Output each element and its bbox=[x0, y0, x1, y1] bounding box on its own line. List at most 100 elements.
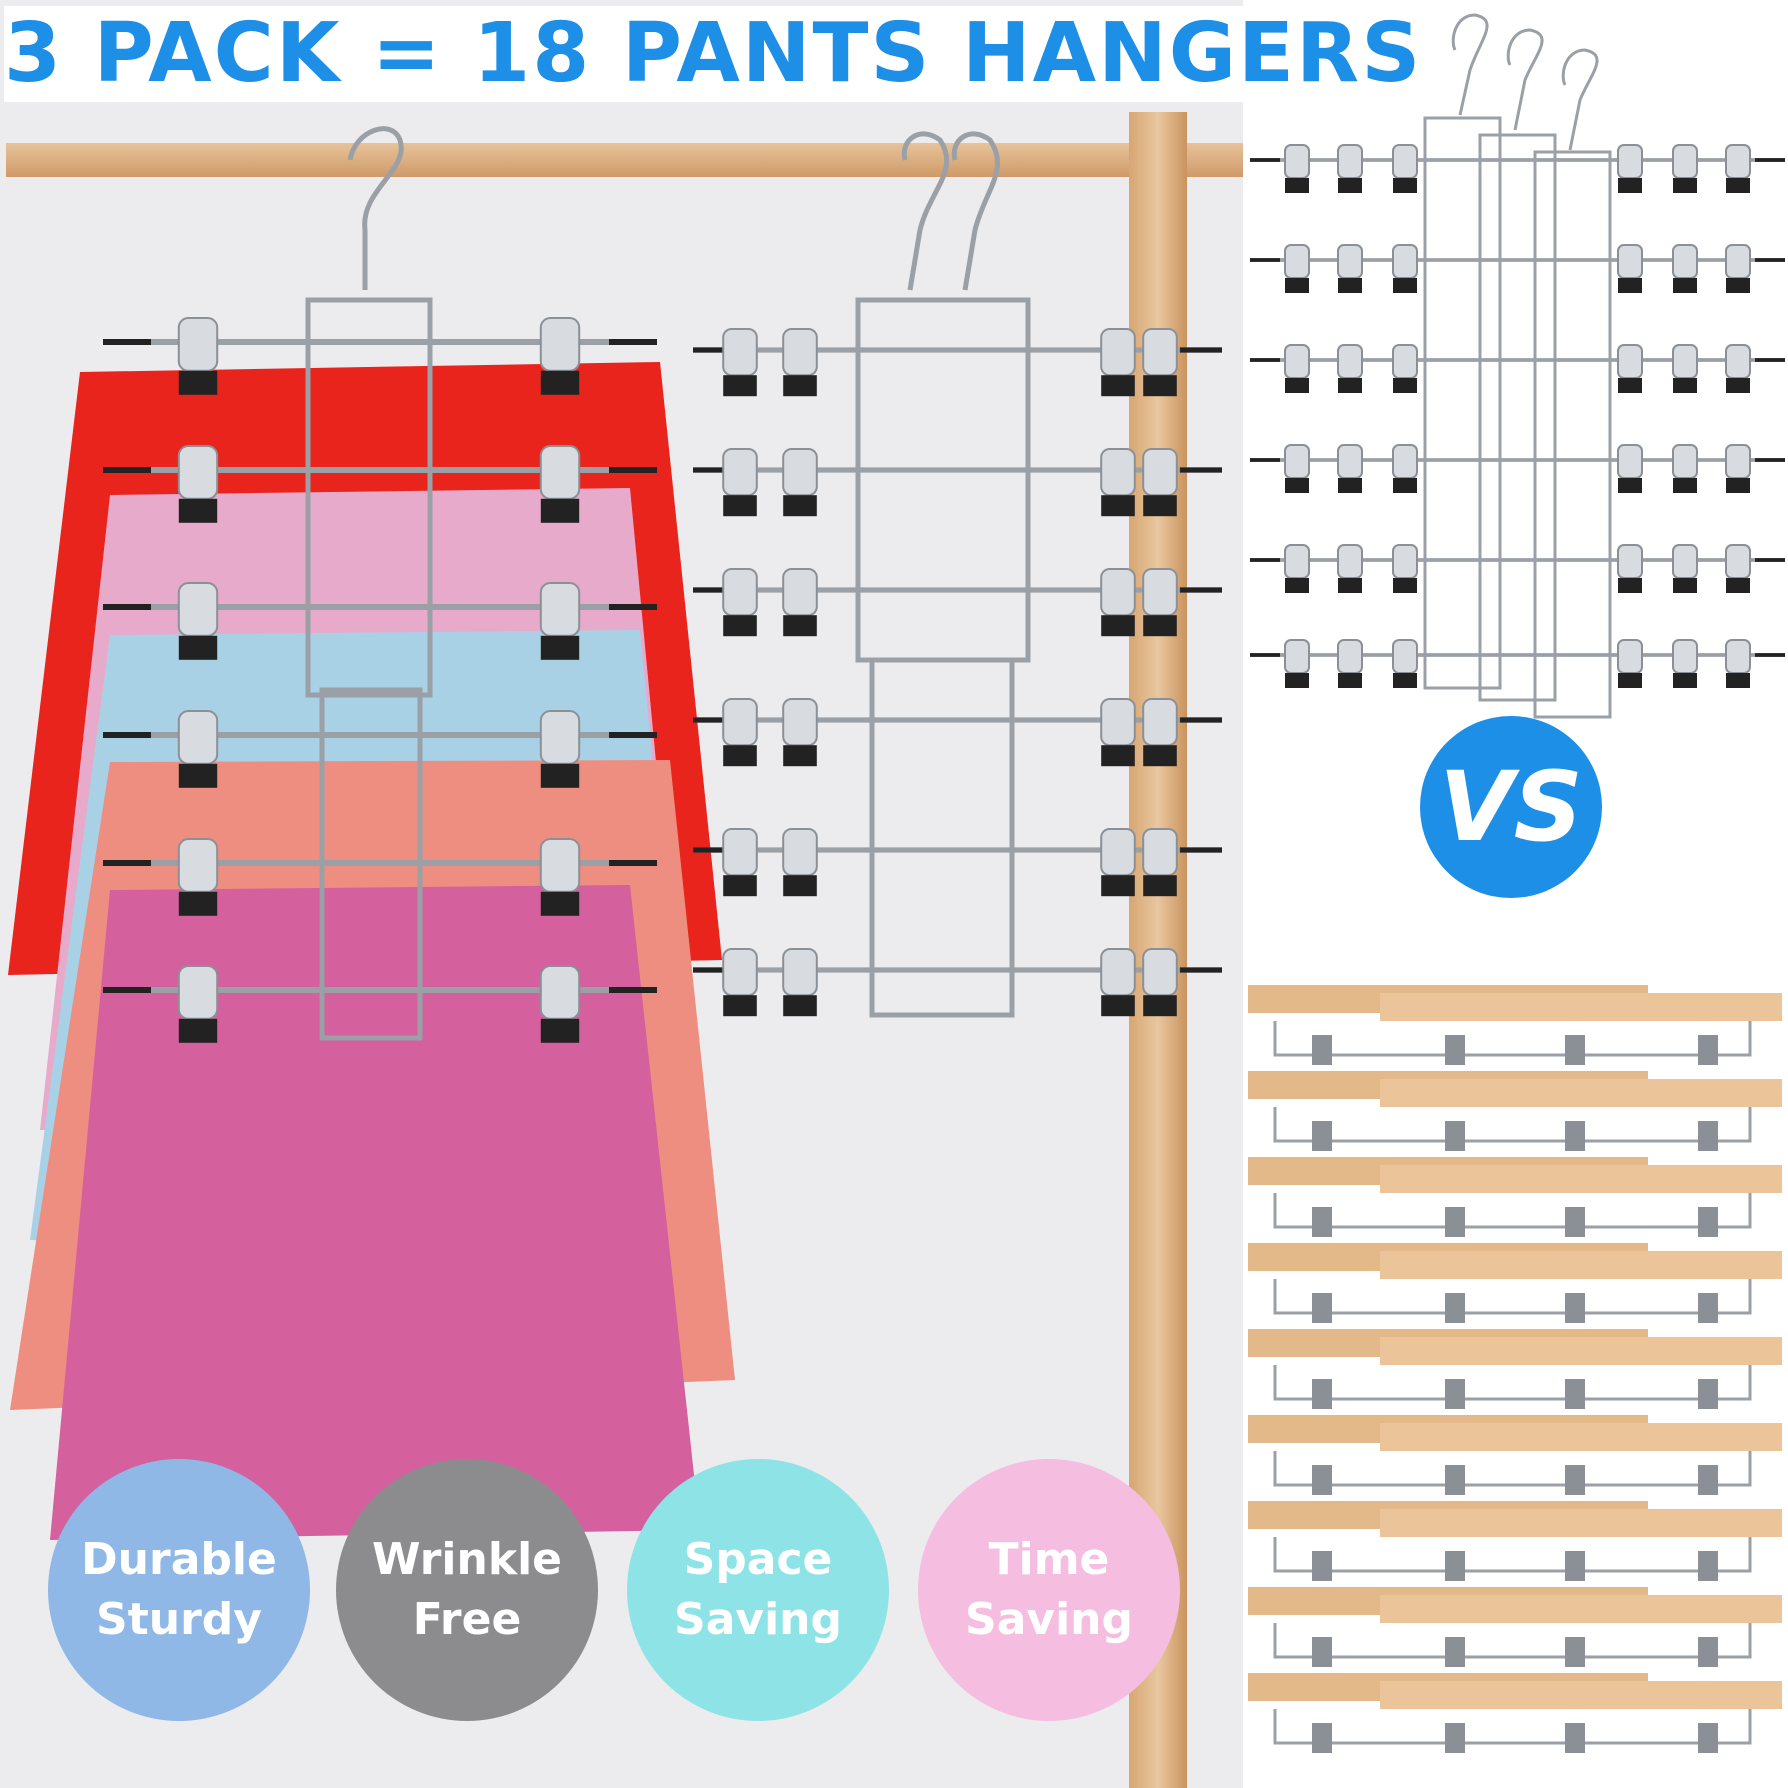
clip bbox=[1445, 1293, 1465, 1323]
clip bbox=[177, 965, 219, 1020]
clip-grip bbox=[1143, 495, 1177, 517]
clip-grip bbox=[1338, 178, 1362, 193]
clip-grip bbox=[1393, 278, 1417, 293]
clip bbox=[1445, 1121, 1465, 1151]
clip bbox=[1445, 1379, 1465, 1409]
clip-grip bbox=[1393, 673, 1417, 688]
clip bbox=[1698, 1207, 1718, 1237]
hanger-bars-side bbox=[693, 328, 1222, 1017]
wire bbox=[1273, 1193, 1752, 1229]
clip bbox=[1337, 244, 1363, 279]
clip bbox=[1725, 244, 1751, 279]
clip-grip bbox=[1726, 578, 1750, 593]
clip bbox=[177, 582, 219, 637]
feature-line2: Saving bbox=[965, 1594, 1133, 1645]
clothing-rail bbox=[6, 143, 1243, 177]
feature-badge-space-saving: Space Saving bbox=[627, 1459, 889, 1721]
clip-grip bbox=[723, 875, 757, 897]
wire bbox=[1273, 1107, 1752, 1143]
clip bbox=[1445, 1465, 1465, 1495]
wire bbox=[1273, 1709, 1752, 1745]
wood-bar bbox=[1380, 1165, 1782, 1193]
clip bbox=[1698, 1379, 1718, 1409]
clip-grip bbox=[178, 498, 218, 523]
clip bbox=[1445, 1035, 1465, 1065]
clip bbox=[1698, 1121, 1718, 1151]
feature-badge-time-saving: Time Saving bbox=[918, 1459, 1180, 1721]
wire bbox=[1273, 1623, 1752, 1659]
feature-line1: Durable bbox=[81, 1534, 277, 1585]
clip-grip bbox=[1285, 478, 1309, 493]
wood-bar bbox=[1380, 1595, 1782, 1623]
wood-bar bbox=[1380, 1681, 1782, 1709]
clip bbox=[1337, 544, 1363, 579]
clip bbox=[1312, 1637, 1332, 1667]
clip bbox=[1337, 144, 1363, 179]
clip-grip bbox=[783, 745, 817, 767]
clip bbox=[1284, 144, 1310, 179]
wood-bar bbox=[1380, 1251, 1782, 1279]
feature-line1: Time bbox=[988, 1534, 1110, 1585]
comparison-metal-bars bbox=[1250, 144, 1785, 688]
clip-grip bbox=[1618, 378, 1642, 393]
clip bbox=[1565, 1637, 1585, 1667]
clip bbox=[1312, 1121, 1332, 1151]
clip bbox=[1725, 144, 1751, 179]
clip bbox=[1142, 828, 1178, 877]
clip-grip bbox=[1285, 673, 1309, 688]
clip-grip bbox=[783, 375, 817, 397]
clip bbox=[1392, 444, 1418, 479]
clip-grip bbox=[1673, 178, 1697, 193]
clip-grip bbox=[1673, 478, 1697, 493]
clip bbox=[1565, 1293, 1585, 1323]
clip bbox=[1312, 1379, 1332, 1409]
clip-grip bbox=[1726, 478, 1750, 493]
clip-grip bbox=[1101, 495, 1135, 517]
clip bbox=[1698, 1551, 1718, 1581]
clip bbox=[1100, 698, 1136, 747]
clip-grip bbox=[1726, 378, 1750, 393]
clip-grip bbox=[1618, 178, 1642, 193]
skirt-magenta bbox=[50, 885, 700, 1540]
clip-grip bbox=[540, 891, 580, 916]
clip bbox=[1100, 948, 1136, 997]
clip bbox=[1725, 344, 1751, 379]
clip bbox=[1284, 544, 1310, 579]
clip-grip bbox=[178, 370, 218, 395]
clip bbox=[1312, 1293, 1332, 1323]
clip bbox=[1698, 1293, 1718, 1323]
clip bbox=[1284, 444, 1310, 479]
clip bbox=[782, 948, 818, 997]
clip bbox=[1312, 1723, 1332, 1753]
wood-bar bbox=[1380, 1509, 1782, 1537]
clip bbox=[1617, 344, 1643, 379]
clip bbox=[1565, 1379, 1585, 1409]
clip bbox=[1725, 544, 1751, 579]
clip bbox=[1142, 448, 1178, 497]
clip bbox=[1698, 1465, 1718, 1495]
clip bbox=[1337, 344, 1363, 379]
clip-grip bbox=[783, 615, 817, 637]
clip bbox=[1617, 144, 1643, 179]
clip bbox=[1445, 1207, 1465, 1237]
clip bbox=[1312, 1207, 1332, 1237]
feature-line2: Saving bbox=[674, 1594, 842, 1645]
clip bbox=[1565, 1035, 1585, 1065]
clip bbox=[1392, 639, 1418, 674]
clip bbox=[1725, 639, 1751, 674]
clip-grip bbox=[1618, 673, 1642, 688]
clip-grip bbox=[1285, 178, 1309, 193]
clip bbox=[1672, 244, 1698, 279]
clip-grip bbox=[723, 745, 757, 767]
wood-bar bbox=[1380, 1337, 1782, 1365]
clip-grip bbox=[1673, 578, 1697, 593]
clip bbox=[1672, 639, 1698, 674]
clip bbox=[1284, 244, 1310, 279]
clip-grip bbox=[1726, 278, 1750, 293]
feature-line2: Sturdy bbox=[96, 1594, 262, 1645]
clip bbox=[1284, 344, 1310, 379]
clip-grip bbox=[1618, 478, 1642, 493]
clip bbox=[1445, 1637, 1465, 1667]
wood-bar bbox=[1380, 1079, 1782, 1107]
clip bbox=[1725, 444, 1751, 479]
